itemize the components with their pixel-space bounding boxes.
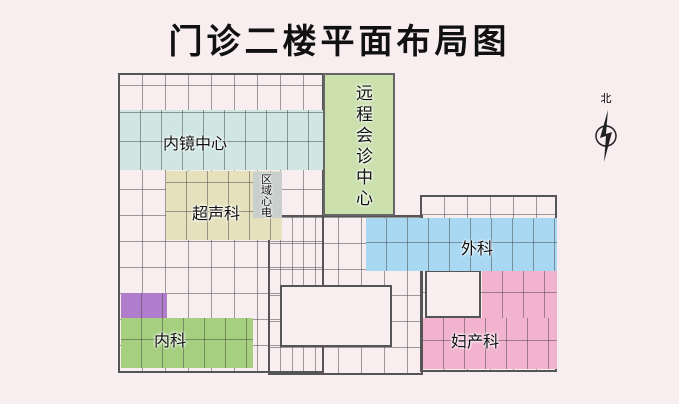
zone-internal [121,318,253,368]
zone-endoscopy-label: 内镜中心 [163,134,228,153]
zone-endoscopy [120,110,325,170]
page-title: 门诊二楼平面布局图 [168,22,511,62]
zone-telemedicine [323,73,395,216]
zone-ecg-label: 区域心电 [261,173,272,219]
zone-internal-accent [121,293,167,318]
north-arrow-icon [595,110,617,162]
zone-surgery [366,218,557,271]
zone-ultrasound-label: 超声科 [192,204,241,223]
zone-gynecology-lower [423,318,557,369]
zone-ecg [253,172,282,218]
zone-gynecology-label: 妇产科 [451,332,500,351]
zone-internal-label: 内科 [154,331,187,350]
zone-telemedicine-label: 远程会诊中心 [352,84,372,210]
central-courtyard [280,285,392,347]
compass: 北 [592,90,620,170]
zone-surgery-label: 外科 [461,239,494,258]
compass-label: 北 [600,92,612,105]
east-courtyard [425,270,481,318]
zone-gynecology [482,271,557,321]
